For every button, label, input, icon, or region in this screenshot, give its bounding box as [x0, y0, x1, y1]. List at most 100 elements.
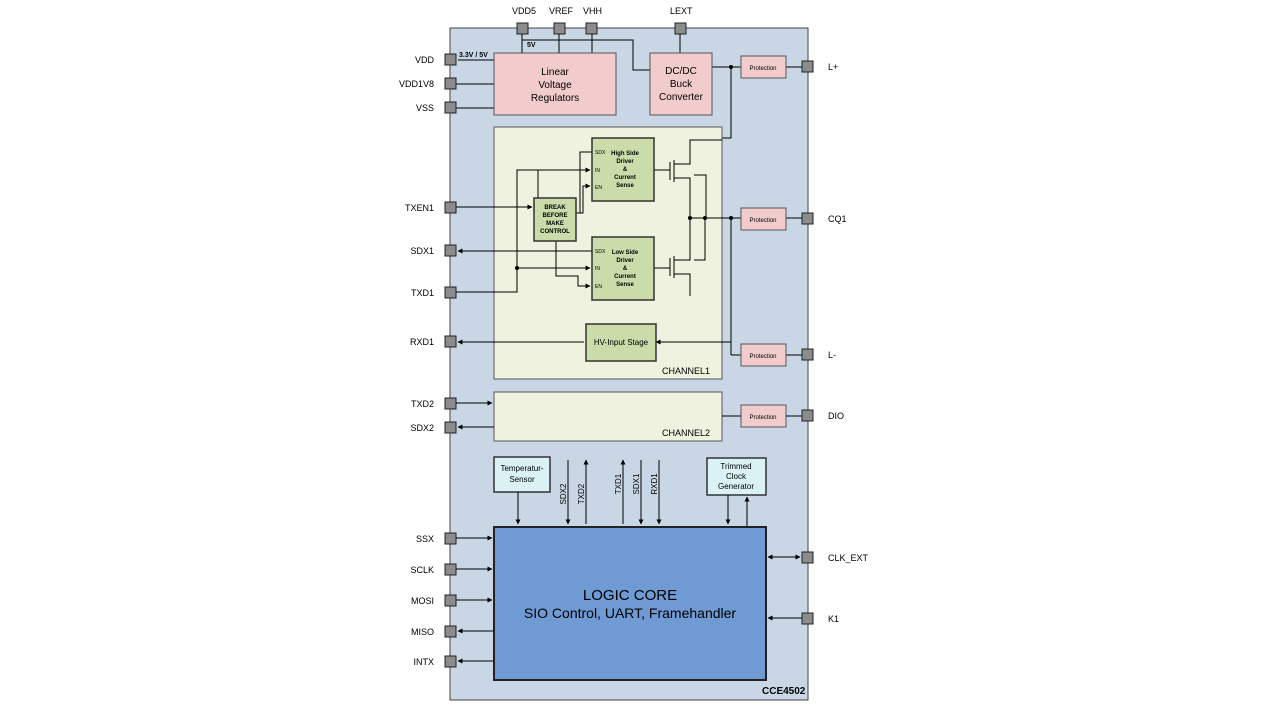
bbm-line-3: MAKE	[546, 221, 564, 227]
channel1-label: CHANNEL1	[662, 366, 710, 376]
high-side-port-sdx: SDX	[595, 150, 606, 156]
right-pins: L+ CQ1 L- DIO CLK_EXT K1	[801, 60, 869, 625]
pin-vss	[444, 101, 457, 114]
pin-vref	[553, 22, 566, 35]
bus-label-rxd1: RXD1	[650, 473, 659, 495]
channel2-label: CHANNEL2	[662, 428, 710, 438]
high-side-line-1: High Side	[611, 151, 639, 157]
low-side-line-5: Sense	[616, 282, 634, 288]
pin-txd1	[444, 286, 457, 299]
label-vss: VSS	[416, 103, 434, 113]
label-rxd1: RXD1	[410, 337, 434, 347]
pin-clk-ext	[801, 551, 814, 564]
protection-cq1-label: Protection	[749, 218, 776, 224]
low-side-line-3: &	[623, 266, 628, 272]
bus-label-sdx2: SDX2	[559, 483, 568, 504]
bbm-line-1: BREAK	[544, 205, 566, 211]
regulators-line-2: Voltage	[538, 80, 572, 91]
label-vref: VREF	[549, 6, 574, 16]
bus-label-txd1: TXD1	[614, 473, 623, 494]
pin-mosi	[444, 594, 457, 607]
temp-line-1: Temperatur-	[500, 464, 543, 473]
label-5v: 5V	[527, 42, 536, 49]
bbm-line-4: CONTROL	[540, 229, 570, 235]
label-sdx2: SDX2	[410, 423, 434, 433]
temperature-sensor-block	[493, 456, 551, 493]
left-pins: VDD VDD1V8 VSS TXEN1 SDX1 TXD1 RXD1 TXD2…	[399, 53, 457, 668]
logic-core-subtitle: SIO Control, UART, Framehandler	[524, 605, 736, 621]
temp-line-2: Sensor	[509, 475, 535, 484]
pin-sdx2	[444, 421, 457, 434]
hv-input-label: HV-Input Stage	[594, 338, 649, 347]
label-vdd1v8: VDD1V8	[399, 79, 434, 89]
low-side-line-2: Driver	[616, 258, 634, 264]
pin-k1	[801, 612, 814, 625]
clock-line-2: Clock	[726, 472, 747, 481]
pin-lext	[674, 22, 687, 35]
label-sdx1: SDX1	[410, 246, 434, 256]
protection-lminus	[740, 343, 787, 367]
clock-line-3: Generator	[718, 482, 754, 491]
hv-input-stage-block	[585, 323, 657, 362]
label-lminus: L-	[828, 350, 836, 360]
pin-ssx	[444, 532, 457, 545]
pin-vhh	[585, 22, 598, 35]
label-cq1: CQ1	[828, 214, 847, 224]
label-mosi: MOSI	[411, 596, 434, 606]
low-side-line-1: Low Side	[612, 250, 639, 256]
high-side-port-in: IN	[595, 168, 600, 174]
pin-sdx1	[444, 244, 457, 257]
low-side-line-4: Current	[614, 274, 636, 280]
pin-lminus	[801, 348, 814, 361]
high-side-line-2: Driver	[616, 159, 634, 165]
protection-lplus	[740, 55, 787, 79]
high-side-driver-block	[591, 137, 655, 202]
label-k1: K1	[828, 614, 839, 624]
pin-cq1	[801, 212, 814, 225]
channel2-block	[493, 391, 723, 442]
pin-sclk	[444, 563, 457, 576]
regulators-line-1: Linear	[541, 67, 569, 78]
buck-line-2: Buck	[670, 79, 693, 90]
low-side-port-en: EN	[595, 284, 602, 290]
high-side-port-en: EN	[595, 185, 602, 191]
label-txd1: TXD1	[411, 288, 434, 298]
regulators-block	[493, 52, 617, 116]
break-before-make-block	[533, 197, 577, 242]
pin-lplus	[801, 60, 814, 73]
label-vdd5: VDD5	[512, 6, 536, 16]
pin-intx	[444, 655, 457, 668]
label-dio: DIO	[828, 411, 844, 421]
label-txd2: TXD2	[411, 399, 434, 409]
protection-blocks: Protection Protection Protection Protect…	[740, 55, 787, 428]
top-pins: VDD5 VREF VHH LEXT 5V 3.3V / 5V	[459, 6, 693, 59]
label-intx: INTX	[413, 657, 434, 667]
protection-lplus-label: Protection	[749, 66, 776, 72]
protection-lminus-label: Protection	[749, 354, 776, 360]
pin-rxd1	[444, 335, 457, 348]
bus-label-txd2: TXD2	[577, 483, 586, 504]
buck-converter-block	[649, 52, 713, 116]
label-supply-note: 3.3V / 5V	[459, 52, 488, 59]
chip-name-label: CCE4502	[762, 686, 806, 697]
logic-core-title: LOGIC CORE	[583, 587, 677, 604]
buck-line-1: DC/DC	[665, 66, 697, 77]
label-lext: LEXT	[670, 6, 693, 16]
clock-line-1: Trimmed	[720, 462, 751, 471]
regulators-line-3: Regulators	[531, 93, 579, 104]
low-side-driver-block	[591, 236, 655, 301]
bus-label-sdx1: SDX1	[632, 473, 641, 494]
protection-cq1	[740, 207, 787, 231]
label-vhh: VHH	[583, 6, 602, 16]
pin-miso	[444, 625, 457, 638]
bbm-line-2: BEFORE	[542, 213, 567, 219]
label-ssx: SSX	[416, 534, 434, 544]
label-vdd: VDD	[415, 55, 435, 65]
high-side-line-5: Sense	[616, 183, 634, 189]
pin-txen1	[444, 201, 457, 214]
pin-dio	[801, 409, 814, 422]
pin-txd2	[444, 397, 457, 410]
protection-dio-label: Protection	[749, 415, 776, 421]
low-side-port-sdx: SDX	[595, 249, 606, 255]
